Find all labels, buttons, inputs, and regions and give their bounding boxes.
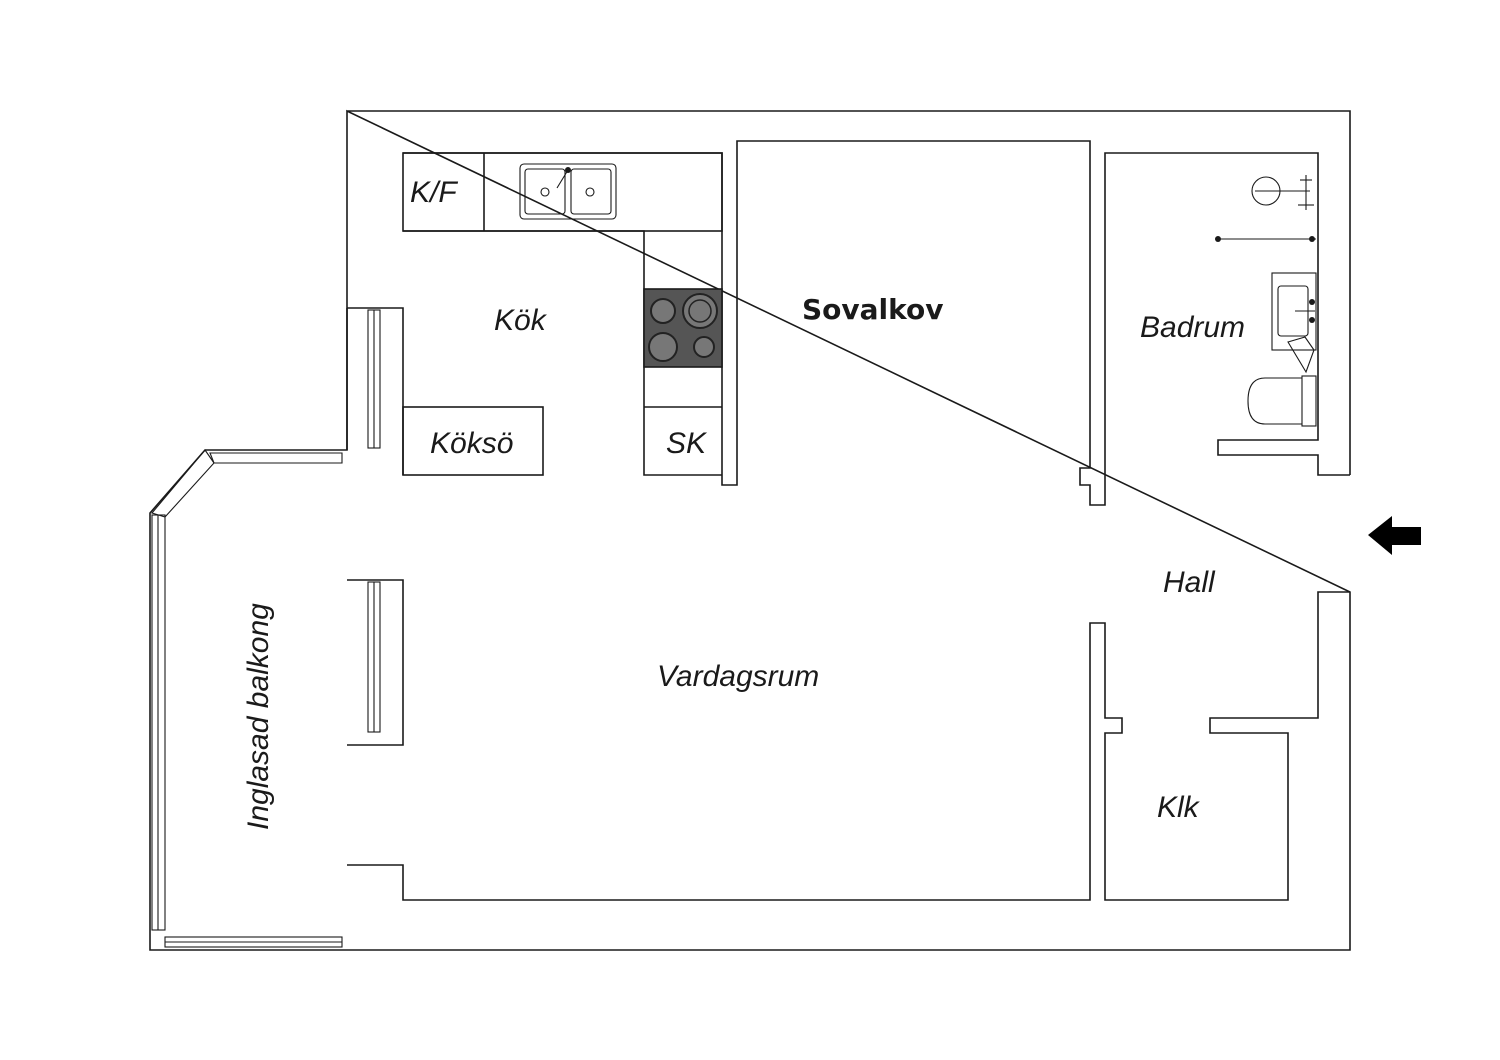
room-label-hall: Hall xyxy=(1163,566,1216,599)
washbasin-icon xyxy=(1271,272,1317,374)
double-sink-icon xyxy=(519,163,617,220)
balcony-glazing xyxy=(151,449,343,948)
room-label-kok: Kök xyxy=(494,304,548,337)
room-label-vardagsrum: Vardagsrum xyxy=(657,660,819,693)
toilet-icon xyxy=(1247,375,1317,427)
room-label-balkong: Inglasad balkong xyxy=(242,603,275,830)
inner-perimeter-west xyxy=(346,307,404,475)
arrow-left-icon[interactable] xyxy=(1368,516,1421,555)
inner-perimeter-south xyxy=(347,591,1350,901)
window-kitchen xyxy=(367,309,381,449)
room-label-koksoe: Köksö xyxy=(430,427,513,460)
room-label-kf: K/F xyxy=(410,176,458,209)
koksoe-island xyxy=(402,406,544,476)
room-label-sk: SK xyxy=(666,427,708,460)
inner-perimeter-west-lower xyxy=(347,579,404,746)
stove-icon xyxy=(643,288,723,368)
window-living xyxy=(367,581,381,733)
outer-wall xyxy=(149,109,1351,951)
kitchen-wall xyxy=(403,140,1350,506)
room-label-klk: Klk xyxy=(1157,791,1201,824)
shower-icon xyxy=(1215,175,1316,242)
room-label-sovalkov: Sovalkov xyxy=(802,293,944,326)
room-label-badrum: Badrum xyxy=(1140,311,1245,344)
